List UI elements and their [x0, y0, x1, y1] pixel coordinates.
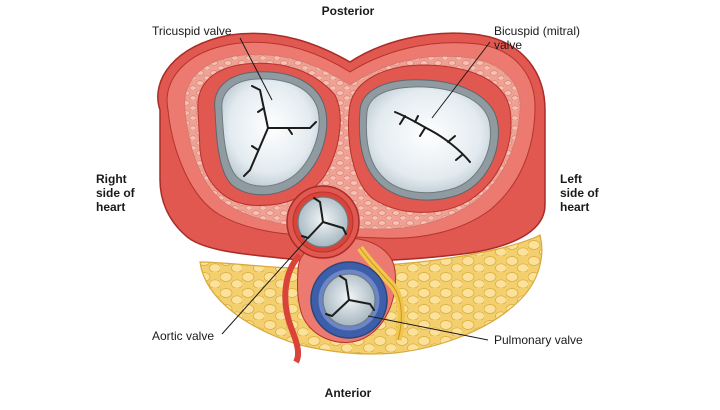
aortic-leader [221, 237, 309, 335]
posterior-label: Posterior [321, 4, 375, 18]
bicuspid-leader [431, 41, 491, 119]
tricuspid-valve [214, 71, 328, 196]
bicuspid-valve [358, 79, 499, 201]
tricuspid-valve-label: Tricuspid valve [152, 24, 232, 38]
pulmonary-leader [367, 315, 489, 341]
aortic-valve [286, 185, 360, 259]
anterior-label: Anterior [324, 386, 372, 400]
aortic-valve-label: Aortic valve [152, 329, 215, 343]
pulmonary-valve [310, 261, 388, 339]
tricuspid-leader [239, 37, 273, 101]
coronary-vessel-right [282, 252, 303, 364]
pulmonary-valve-label: Pulmonary valve [494, 333, 583, 347]
right-side-label: Right side of heart [96, 172, 135, 214]
left-side-label: Left side of heart [560, 172, 599, 214]
bicuspid-valve-label: Bicuspid (mitral) valve [494, 24, 581, 52]
